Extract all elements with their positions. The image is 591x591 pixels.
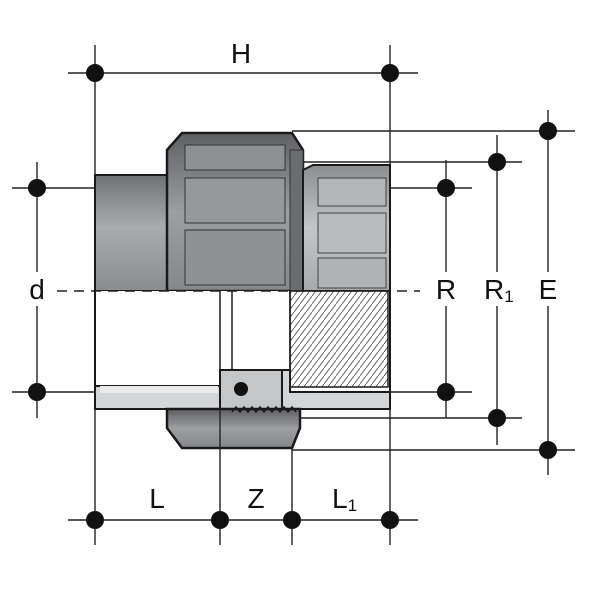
body-rib (317, 257, 387, 289)
dim-dot (86, 511, 104, 529)
dimension-dots (28, 64, 557, 529)
internal-thread (289, 290, 389, 388)
socket-inner-wall (100, 386, 218, 393)
body-rib (317, 177, 387, 207)
nut-rib (184, 144, 286, 171)
nut-rib (184, 229, 286, 286)
dim-label-z: Z (247, 483, 264, 514)
dim-dot (539, 122, 557, 140)
union-exterior-view (94, 131, 391, 293)
dim-label-r: R (436, 274, 456, 305)
dim-dot (28, 179, 46, 197)
dim-dot (381, 511, 399, 529)
dim-label-l1-sub: 1 (348, 496, 357, 515)
dim-dot (437, 179, 455, 197)
dim-dot (283, 511, 301, 529)
dim-label-r1-main: R (484, 274, 504, 305)
dim-dot (381, 64, 399, 82)
union-nut-section (165, 407, 302, 450)
dim-dot (488, 409, 506, 427)
dim-label-r1-sub: 1 (504, 287, 513, 306)
dim-label-l1: L1 (332, 483, 357, 515)
socket-end-exterior (94, 174, 176, 292)
union-cross-section (40, 165, 420, 450)
nut-side-face (289, 149, 304, 292)
dim-label-l1-main: L (332, 483, 348, 514)
dim-label-e: E (539, 274, 558, 305)
dim-label-l: L (149, 483, 165, 514)
dim-dot (28, 383, 46, 401)
dim-label-d: d (29, 274, 45, 305)
dim-dot (488, 153, 506, 171)
dim-dot (539, 441, 557, 459)
nut-rib (184, 177, 286, 224)
body-rib (317, 212, 387, 254)
o-ring (234, 382, 248, 396)
dim-dot (437, 383, 455, 401)
dim-dot (86, 64, 104, 82)
dim-dot (211, 511, 229, 529)
end-connector-section (219, 369, 283, 411)
nut-thread-teeth (231, 405, 297, 414)
dim-label-h: H (231, 38, 251, 69)
dim-label-r1: R1 (484, 274, 514, 306)
